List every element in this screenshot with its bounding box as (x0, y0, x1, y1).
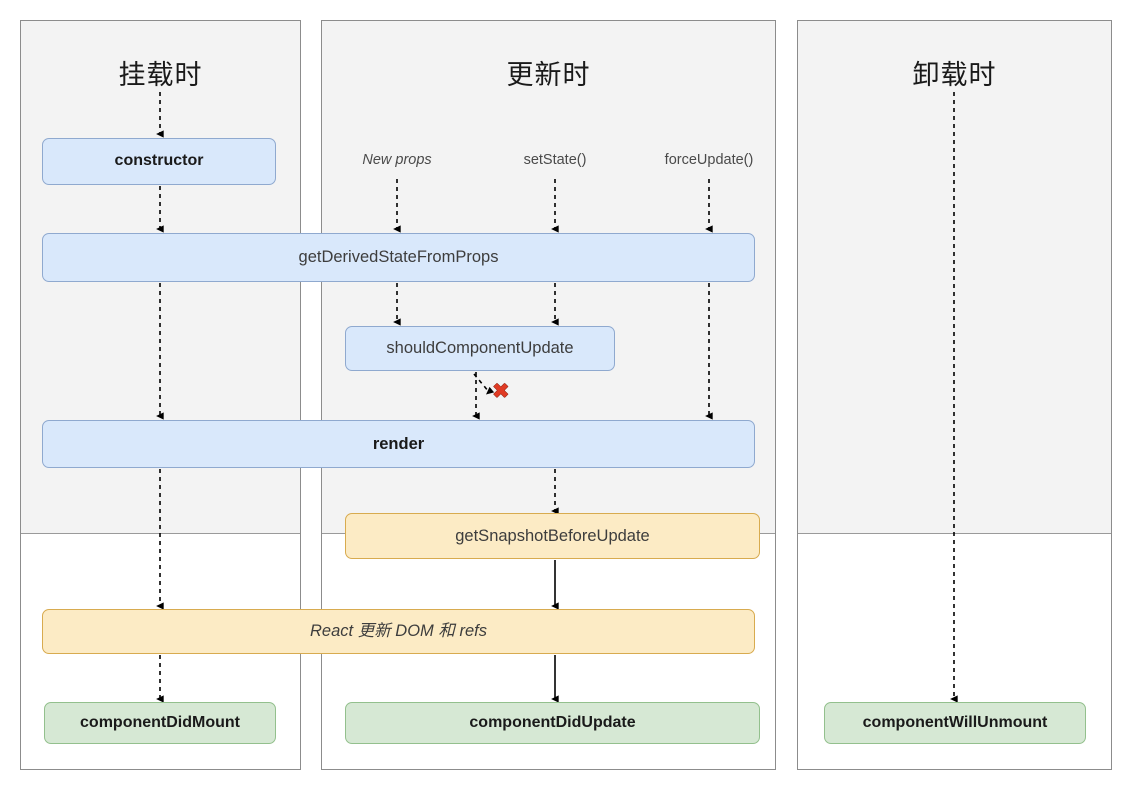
node-should-component-update[interactable]: shouldComponentUpdate (345, 326, 615, 371)
trigger-label-new-props: New props (362, 152, 432, 168)
phase-title-unmounting: 卸载时 (912, 60, 997, 90)
node-component-did-update[interactable]: componentDidUpdate (345, 702, 760, 744)
node-get-derived-state-from-props[interactable]: getDerivedStateFromProps (42, 233, 755, 282)
node-constructor[interactable]: constructor (42, 138, 276, 185)
abort-x-icon: ✖ (492, 380, 510, 403)
arrow-scu-abort-branch (473, 373, 495, 395)
node-render[interactable]: render (42, 420, 755, 468)
phase-title-mounting: 挂载时 (118, 60, 203, 90)
node-component-did-mount[interactable]: componentDidMount (44, 702, 276, 744)
trigger-label-force-update: forceUpdate() (664, 152, 754, 168)
node-component-will-unmount[interactable]: componentWillUnmount (824, 702, 1086, 744)
trigger-label-set-state: setState() (523, 152, 587, 168)
node-get-snapshot-before-update[interactable]: getSnapshotBeforeUpdate (345, 513, 760, 559)
node-react-updates-dom-and-refs[interactable]: React 更新 DOM 和 refs (42, 609, 755, 654)
phase-title-updating: 更新时 (506, 60, 591, 90)
